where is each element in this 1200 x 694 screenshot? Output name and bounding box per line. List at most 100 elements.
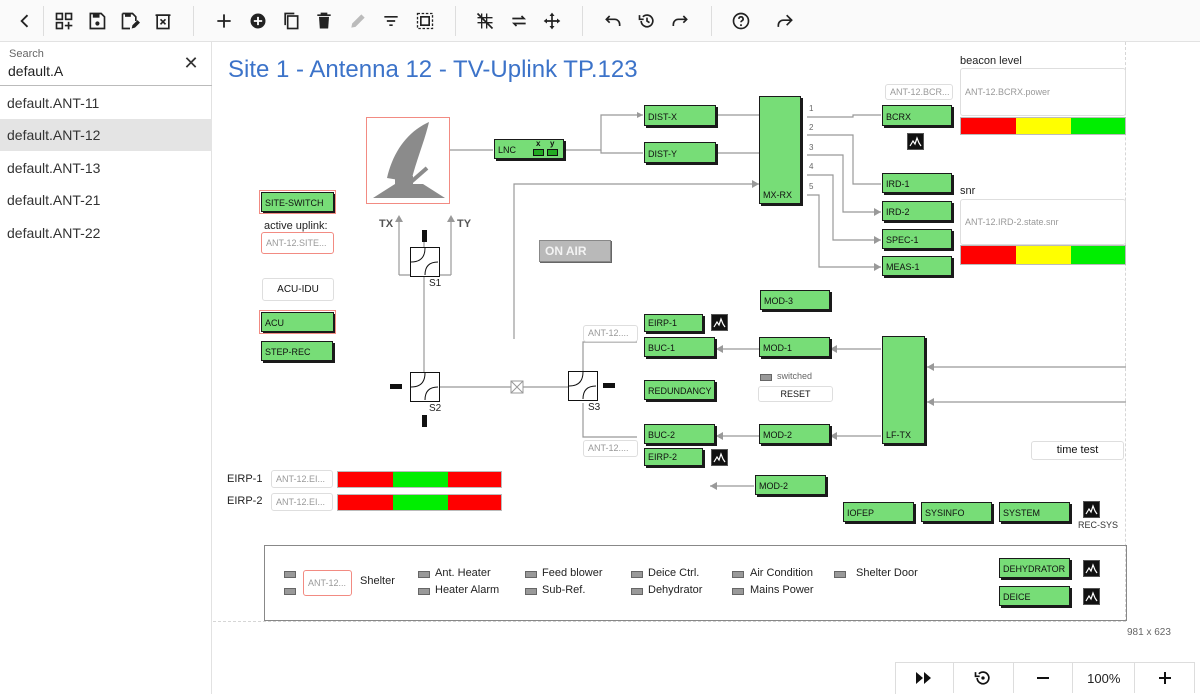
shelter-led-2 <box>284 588 296 595</box>
switch-s1[interactable] <box>410 247 440 277</box>
ird-2-snr-field[interactable]: ANT-12.IRD-2.state.snr <box>960 199 1126 245</box>
plus-icon[interactable] <box>210 7 238 35</box>
site-field[interactable]: ANT-12.SITE... <box>261 232 334 254</box>
bcr-field[interactable]: ANT-12.BCR... <box>885 84 953 100</box>
meas-1-block[interactable]: MEAS-1 <box>882 256 952 276</box>
s2-indicator-bottom <box>422 415 427 427</box>
bcrx-power-field[interactable]: ANT-12.BCRX.power <box>960 68 1126 116</box>
trash-icon[interactable] <box>310 7 338 35</box>
eirp-2-block[interactable]: EIRP-2 <box>644 448 703 466</box>
tx-label: TX <box>379 218 394 230</box>
mod-3-block[interactable]: MOD-3 <box>760 290 830 310</box>
help-icon[interactable] <box>727 7 755 35</box>
lf-tx-block[interactable]: LF-TX <box>882 336 925 444</box>
bcrx-block[interactable]: BCRX <box>882 105 952 126</box>
eirp-1-field[interactable]: ANT-12.EI... <box>271 470 333 488</box>
lnc-x-label: x <box>536 139 541 148</box>
move-icon[interactable] <box>538 7 566 35</box>
deice-chart-icon[interactable] <box>1083 588 1100 605</box>
sidebar-item-ant-12[interactable]: default.ANT-12 <box>0 119 212 151</box>
iofep-block[interactable]: IOFEP <box>843 502 914 522</box>
add-widget-icon[interactable] <box>50 7 78 35</box>
mx-rx-port-2: 2 <box>809 123 814 132</box>
save-as-icon[interactable] <box>116 7 144 35</box>
sub-ref-label: Sub-Ref. <box>542 584 586 596</box>
mod-1-block[interactable]: MOD-1 <box>759 337 830 357</box>
minus-icon[interactable] <box>1014 663 1074 693</box>
ird-1-block[interactable]: IRD-1 <box>882 173 952 193</box>
eirp-2-chart-icon[interactable] <box>711 449 728 466</box>
close-icon[interactable]: ✕ <box>183 53 199 73</box>
mod-2-block-a[interactable]: MOD-2 <box>759 424 830 444</box>
swap-icon[interactable] <box>505 7 533 35</box>
switch-s3[interactable] <box>568 371 598 401</box>
sidebar-item-ant-21[interactable]: default.ANT-21 <box>7 192 101 208</box>
lnc-block[interactable]: LNC x y <box>494 139 564 159</box>
ird-2-block[interactable]: IRD-2 <box>882 201 952 221</box>
reset-zoom-icon[interactable] <box>954 663 1014 693</box>
antenna-icon[interactable] <box>366 117 450 204</box>
toolbar-divider <box>43 6 44 36</box>
delete-view-icon[interactable] <box>149 7 177 35</box>
eirp-2-field[interactable]: ANT-12.EI... <box>271 493 333 511</box>
acu-idu-field[interactable]: ACU-IDU <box>262 278 334 301</box>
switch-s2[interactable] <box>410 372 440 402</box>
mx-rx-port-5: 5 <box>809 182 814 191</box>
buc-2-block[interactable]: BUC-2 <box>644 424 715 444</box>
undo-icon[interactable] <box>599 7 627 35</box>
dist-x-block[interactable]: DIST-X <box>644 105 716 126</box>
filter-icon[interactable] <box>377 7 405 35</box>
mod-2-block-b[interactable]: MOD-2 <box>755 475 826 495</box>
site-switch-block[interactable]: SITE-SWITCH <box>259 190 336 214</box>
eirp-1-chart-icon[interactable] <box>711 314 728 331</box>
sub-ref-led <box>525 588 537 595</box>
spec-1-block[interactable]: SPEC-1 <box>882 229 952 249</box>
deice-ctrl-label: Deice Ctrl. <box>648 567 700 579</box>
fast-forward-icon[interactable] <box>896 663 954 693</box>
redundancy-block[interactable]: REDUNDANCY <box>644 380 715 400</box>
bcrx-chart-icon[interactable] <box>907 133 924 150</box>
ant12-field-b[interactable]: ANT-12.... <box>583 440 638 457</box>
buc-1-block[interactable]: BUC-1 <box>644 337 715 357</box>
mx-rx-block[interactable]: MX-RX <box>759 96 801 204</box>
switched-led <box>760 374 772 381</box>
save-icon[interactable] <box>83 7 111 35</box>
select-icon[interactable] <box>411 7 439 35</box>
edit-icon[interactable] <box>344 7 372 35</box>
history-icon[interactable] <box>633 7 661 35</box>
time-test-button[interactable]: time test <box>1031 441 1124 460</box>
search-underline <box>0 85 212 86</box>
shelter-led-1 <box>284 571 296 578</box>
share-icon[interactable] <box>771 7 799 35</box>
sysinfo-block[interactable]: SYSINFO <box>921 502 992 522</box>
dist-y-block[interactable]: DIST-Y <box>644 142 716 163</box>
system-block[interactable]: SYSTEM <box>999 502 1070 522</box>
shelter-field[interactable]: ANT-12... <box>303 570 352 596</box>
copy-icon[interactable] <box>277 7 305 35</box>
toolbar-divider <box>582 6 583 36</box>
sidebar-item-ant-11[interactable]: default.ANT-11 <box>7 95 100 111</box>
acu-block[interactable]: ACU <box>259 310 336 334</box>
rec-sys-chart-icon[interactable] <box>1083 501 1100 518</box>
search-label: Search <box>9 48 44 60</box>
sidebar-item-ant-22[interactable]: default.ANT-22 <box>7 225 101 241</box>
sidebar: Search ✕ default.ANT-11 default.ANT-12 d… <box>0 42 212 694</box>
toolbar-divider <box>193 6 194 36</box>
reset-button[interactable]: RESET <box>758 386 833 402</box>
ant12-field-a[interactable]: ANT-12.... <box>583 325 638 342</box>
dehydrator-chart-icon[interactable] <box>1083 560 1100 577</box>
search-input[interactable] <box>8 62 178 80</box>
diagram-canvas: 981 x 623 Site 1 - Antenna 12 - TV-Uplin… <box>213 42 1200 694</box>
back-icon[interactable] <box>11 7 39 35</box>
dehydrator-block[interactable]: DEHYDRATOR <box>999 558 1070 578</box>
step-rec-block[interactable]: STEP-REC <box>261 341 333 361</box>
beacon-level-label: beacon level <box>960 55 1022 67</box>
add-circle-icon[interactable] <box>244 7 272 35</box>
deice-block[interactable]: DEICE <box>999 586 1070 606</box>
eirp-1-block[interactable]: EIRP-1 <box>644 314 703 332</box>
plus-zoom-icon[interactable] <box>1135 663 1195 693</box>
grid-off-icon[interactable] <box>471 7 499 35</box>
switch-s1-label: S1 <box>429 278 442 289</box>
sidebar-item-ant-13[interactable]: default.ANT-13 <box>7 160 101 176</box>
redo-icon[interactable] <box>666 7 694 35</box>
